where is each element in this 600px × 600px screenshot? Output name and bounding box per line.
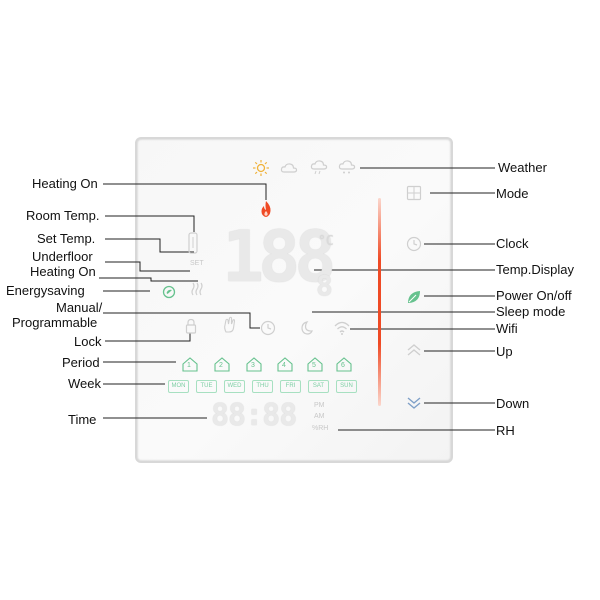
set-indicator: SET bbox=[190, 260, 204, 267]
label-manual: Manual/ bbox=[56, 300, 103, 315]
day-mon: MON bbox=[168, 380, 189, 393]
hand-icon bbox=[222, 316, 238, 334]
underfloor-icon bbox=[190, 281, 204, 297]
energy-icon bbox=[162, 285, 176, 299]
day-wed: WED bbox=[224, 380, 245, 393]
label-energysaving: Energysaving bbox=[6, 283, 85, 298]
time-display: 88:88 bbox=[211, 398, 297, 433]
label-clock: Clock bbox=[496, 236, 529, 251]
day-fri: FRI bbox=[280, 380, 301, 393]
day-thu: THU bbox=[252, 380, 273, 393]
label-rh: RH bbox=[496, 423, 515, 438]
temp-display-decimal: 8 bbox=[316, 269, 333, 302]
sun-icon bbox=[252, 159, 270, 177]
moon-icon bbox=[298, 320, 314, 336]
am-indicator: AM bbox=[314, 413, 325, 420]
cloud-icon bbox=[280, 162, 298, 174]
label-underfloor: Underfloor bbox=[32, 249, 93, 264]
pm-indicator: PM bbox=[314, 402, 325, 409]
lock-icon[interactable] bbox=[185, 318, 197, 334]
period-number: 2 bbox=[219, 362, 223, 369]
label-weather: Weather bbox=[498, 160, 547, 175]
period-number: 5 bbox=[312, 362, 316, 369]
snow-icon bbox=[338, 160, 356, 175]
period-item: 6 bbox=[336, 357, 352, 372]
period-item: 4 bbox=[277, 357, 293, 372]
day-sat: SAT bbox=[308, 380, 329, 393]
temp-display-digits: 188 bbox=[222, 216, 336, 298]
period-item: 3 bbox=[246, 357, 262, 372]
up-chevron-icon[interactable] bbox=[406, 343, 422, 357]
period-number: 1 bbox=[187, 362, 191, 369]
clock-icon[interactable] bbox=[406, 236, 422, 252]
mode-icon[interactable] bbox=[406, 185, 422, 201]
rh-indicator: %RH bbox=[312, 425, 329, 432]
label-underfloor-heating-on: Heating On bbox=[30, 264, 96, 279]
day-sun: SUN bbox=[336, 380, 357, 393]
period-number: 6 bbox=[341, 362, 345, 369]
label-wifi: Wifi bbox=[496, 321, 518, 336]
rain-icon bbox=[310, 160, 328, 175]
day-tue: TUE bbox=[196, 380, 217, 393]
period-number: 4 bbox=[282, 362, 286, 369]
label-programmable: Programmable bbox=[12, 315, 98, 330]
label-sleep-mode: Sleep mode bbox=[496, 304, 566, 319]
program-clock-icon bbox=[260, 320, 276, 336]
down-chevron-icon[interactable] bbox=[406, 396, 422, 410]
flame-icon bbox=[258, 200, 274, 218]
thermometer-icon bbox=[187, 232, 199, 254]
period-item: 2 bbox=[214, 357, 230, 372]
label-power: Power On/off bbox=[496, 288, 572, 303]
temperature-slider[interactable] bbox=[378, 198, 381, 406]
leaf-icon[interactable] bbox=[406, 289, 422, 305]
period-item: 1 bbox=[182, 357, 198, 372]
label-week: Week bbox=[68, 376, 101, 391]
label-time: Time bbox=[68, 412, 97, 427]
wifi-icon bbox=[333, 320, 351, 336]
label-lock: Lock bbox=[74, 334, 102, 349]
label-heating-on: Heating On bbox=[32, 176, 98, 191]
unit-celsius: °C bbox=[318, 234, 334, 249]
label-mode: Mode bbox=[496, 186, 529, 201]
period-number: 3 bbox=[251, 362, 255, 369]
label-set-temp: Set Temp. bbox=[37, 231, 96, 246]
label-down: Down bbox=[496, 396, 530, 411]
period-item: 5 bbox=[307, 357, 323, 372]
label-period: Period bbox=[62, 355, 100, 370]
label-temp-display: Temp.Display bbox=[496, 262, 575, 277]
thermostat-panel bbox=[135, 137, 453, 463]
label-room-temp: Room Temp. bbox=[26, 208, 100, 223]
label-up: Up bbox=[496, 344, 513, 359]
